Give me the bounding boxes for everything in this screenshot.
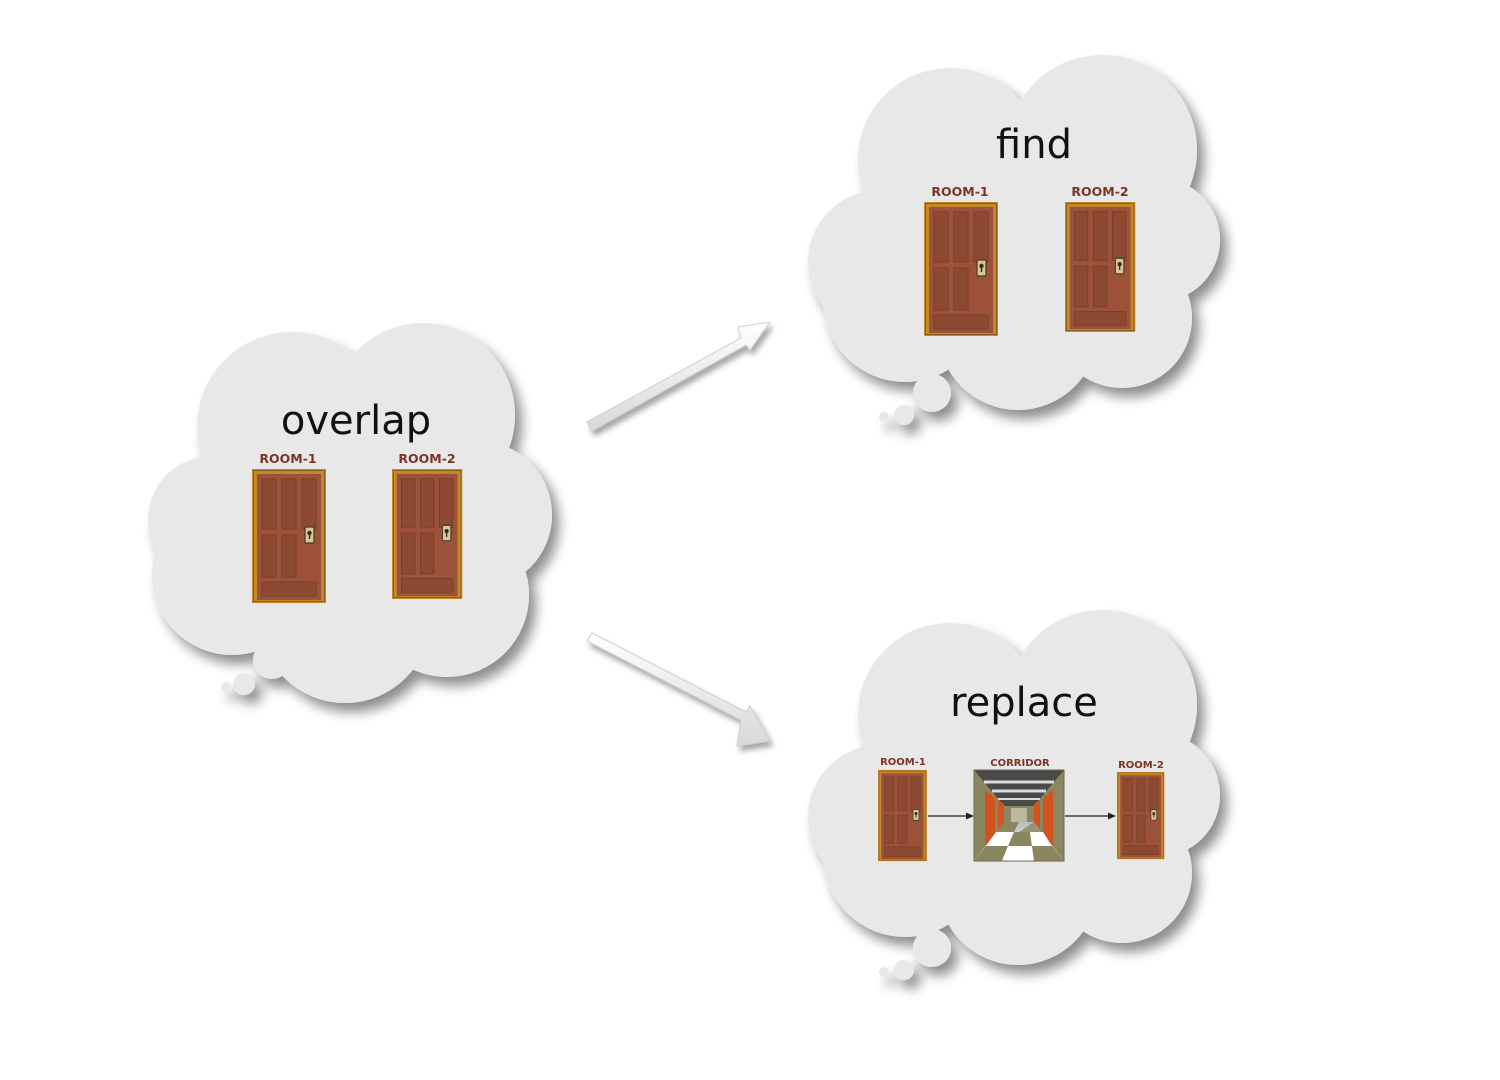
room-2-door — [1064, 201, 1136, 333]
room-2-door — [1116, 771, 1165, 860]
room-1-door — [877, 769, 928, 862]
room-2-label: ROOM-2 — [1118, 760, 1164, 771]
corridor-label: CORRIDOR — [990, 758, 1050, 769]
cloud-overlap: overlap ROOM-1 ROOM-2 — [148, 323, 552, 703]
room-1-label: ROOM-1 — [880, 757, 926, 768]
room-2-label: ROOM-2 — [398, 451, 455, 466]
connector-arrow — [1065, 812, 1116, 820]
cloud-overlap-title: overlap — [281, 398, 431, 444]
room-1-label: ROOM-1 — [259, 451, 316, 466]
cloud-find: find ROOM-1 ROOM-2 — [808, 55, 1220, 425]
cloud-find-title: find — [996, 122, 1072, 168]
room-2-label: ROOM-2 — [1071, 184, 1128, 199]
cloud-replace-title: replace — [950, 680, 1098, 726]
room-1-door — [251, 468, 327, 604]
connector-arrow — [928, 812, 974, 820]
arrow-overlap-to-replace — [586, 632, 771, 747]
corridor-image — [973, 769, 1065, 862]
room-2-door — [391, 468, 463, 600]
arrow-overlap-to-find — [586, 321, 772, 432]
room-1-label: ROOM-1 — [931, 184, 988, 199]
cloud-replace: replace ROOM-1 CORRIDOR — [808, 610, 1220, 980]
room-1-door — [923, 201, 999, 337]
